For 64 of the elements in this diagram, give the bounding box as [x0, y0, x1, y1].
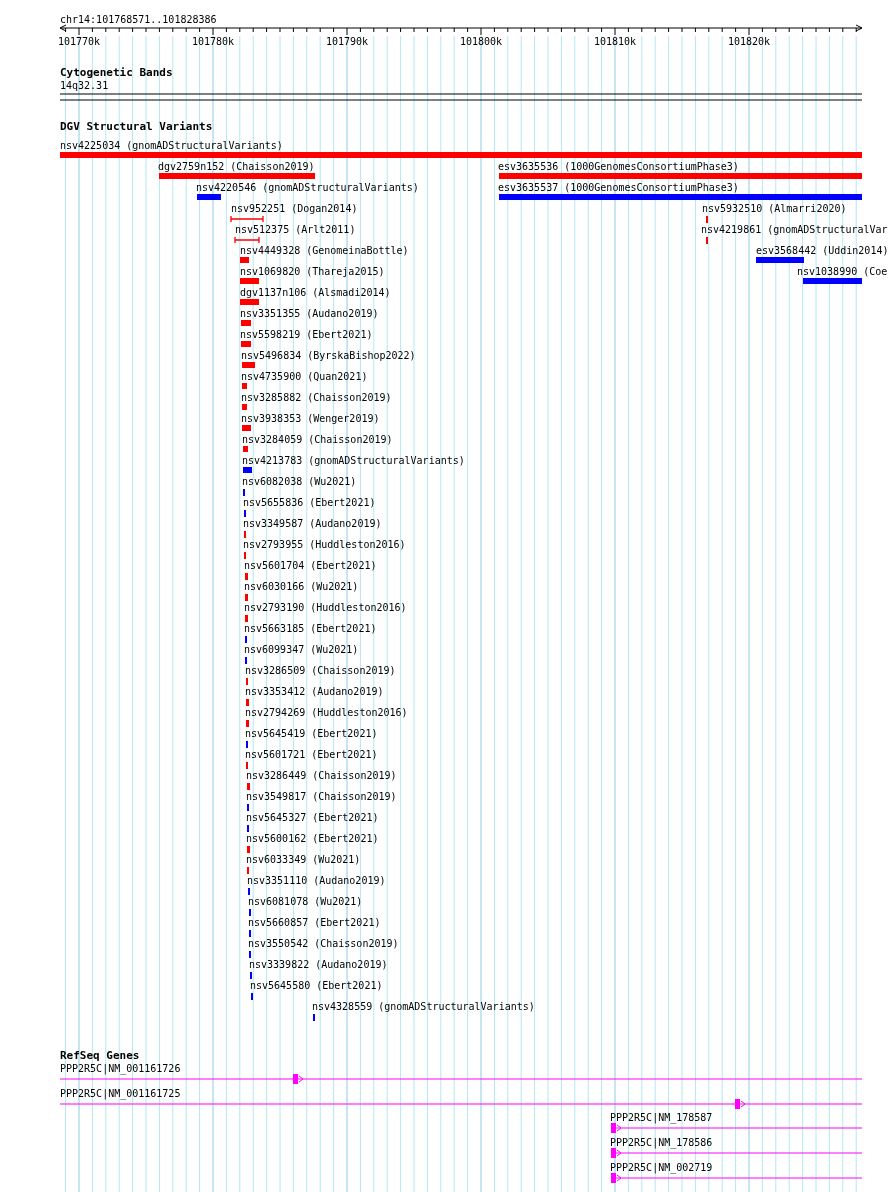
track-heading: Cytogenetic Bands: [60, 67, 173, 79]
variant-label: esv3568442 (Uddin2014): [756, 245, 889, 257]
variant-label: esv3635537 (1000GenomesConsortiumPhase3): [498, 182, 739, 194]
variant-label: nsv5663185 (Ebert2021): [244, 623, 377, 635]
variant-label: nsv4225034 (gnomADStructuralVariants): [60, 140, 283, 152]
gene-label: PPP2R5C|NM_002719: [610, 1162, 713, 1174]
gene-label: PPP2R5C|NM_001161725: [60, 1088, 181, 1100]
variant-label: nsv4449328 (GenomeinaBottle): [240, 245, 409, 257]
variant-label: nsv6082038 (Wu2021): [242, 476, 357, 488]
variant-label: nsv1069820 (Thareja2015): [240, 266, 385, 278]
variant-label: nsv4219861 (gnomADStructuralVar: [701, 224, 888, 236]
variant-label: nsv6099347 (Wu2021): [244, 644, 359, 656]
gene-label: PPP2R5C|NM_001161726: [60, 1063, 181, 1075]
variant-label: nsv1038990 (Coe: [797, 266, 888, 278]
variant-label: dgv2759n152 (Chaisson2019): [158, 161, 315, 173]
variant-label: nsv3353412 (Audano2019): [245, 686, 384, 698]
variant-label: nsv5496834 (ByrskaBishop2022): [241, 350, 416, 362]
tick-label: 101770k: [58, 36, 101, 48]
coordinate-label: chr14:101768571..101828386: [60, 14, 217, 26]
variant-label: nsv3550542 (Chaisson2019): [248, 938, 399, 950]
gene-label: PPP2R5C|NM_178587: [610, 1112, 713, 1124]
variant-label: nsv4735900 (Quan2021): [241, 371, 368, 383]
variant-label: nsv2793955 (Huddleston2016): [243, 539, 406, 551]
variant-label: nsv2794269 (Huddleston2016): [245, 707, 408, 719]
variant-label: nsv512375 (Arlt2011): [235, 224, 356, 236]
track-heading: RefSeq Genes: [60, 1050, 140, 1062]
variant-label: nsv4213783 (gnomADStructuralVariants): [242, 455, 465, 467]
variant-label: nsv4328559 (gnomADStructuralVariants): [312, 1001, 535, 1013]
variant-label: dgv1137n106 (Alsmadi2014): [240, 287, 391, 299]
variant-label: nsv6030166 (Wu2021): [244, 581, 359, 593]
variant-label: nsv5600162 (Ebert2021): [246, 833, 379, 845]
variant-label: nsv3351355 (Audano2019): [240, 308, 379, 320]
variant-label: nsv5932510 (Almarri2020): [702, 203, 847, 215]
variant-label: esv3635536 (1000GenomesConsortiumPhase3): [498, 161, 739, 173]
tick-label: 101780k: [192, 36, 235, 48]
variant-label: nsv5655836 (Ebert2021): [243, 497, 376, 509]
variant-label: nsv5645419 (Ebert2021): [245, 728, 378, 740]
variant-label: nsv4220546 (gnomADStructuralVariants): [196, 182, 419, 194]
variant-label: nsv5645580 (Ebert2021): [250, 980, 383, 992]
variant-label: nsv5601704 (Ebert2021): [244, 560, 377, 572]
variant-label: nsv3549817 (Chaisson2019): [246, 791, 397, 803]
variant-label: nsv3349587 (Audano2019): [243, 518, 382, 530]
variant-label: nsv6033349 (Wu2021): [246, 854, 361, 866]
variant-label: nsv3286449 (Chaisson2019): [246, 770, 397, 782]
variant-label: nsv5645327 (Ebert2021): [246, 812, 379, 824]
variant-label: nsv5601721 (Ebert2021): [245, 749, 378, 761]
variant-label: nsv3938353 (Wenger2019): [241, 413, 380, 425]
gene-label: PPP2R5C|NM_178586: [610, 1137, 713, 1149]
variant-label: nsv3284059 (Chaisson2019): [242, 434, 393, 446]
tick-label: 101790k: [326, 36, 369, 48]
tick-label: 101810k: [594, 36, 637, 48]
band-label: 14q32.31: [60, 80, 109, 92]
track-heading: DGV Structural Variants: [60, 121, 213, 133]
variant-label: nsv3286509 (Chaisson2019): [245, 665, 396, 677]
variant-label: nsv3351110 (Audano2019): [247, 875, 386, 887]
variant-label: nsv5598219 (Ebert2021): [240, 329, 373, 341]
variant-label: nsv3285882 (Chaisson2019): [241, 392, 392, 404]
variant-label: nsv2793190 (Huddleston2016): [244, 602, 407, 614]
variant-label: nsv6081078 (Wu2021): [248, 896, 363, 908]
variant-label: nsv3339822 (Audano2019): [249, 959, 388, 971]
tick-label: 101800k: [460, 36, 503, 48]
variant-label: nsv5660857 (Ebert2021): [248, 917, 381, 929]
variant-label: nsv952251 (Dogan2014): [231, 203, 358, 215]
tick-label: 101820k: [728, 36, 771, 48]
